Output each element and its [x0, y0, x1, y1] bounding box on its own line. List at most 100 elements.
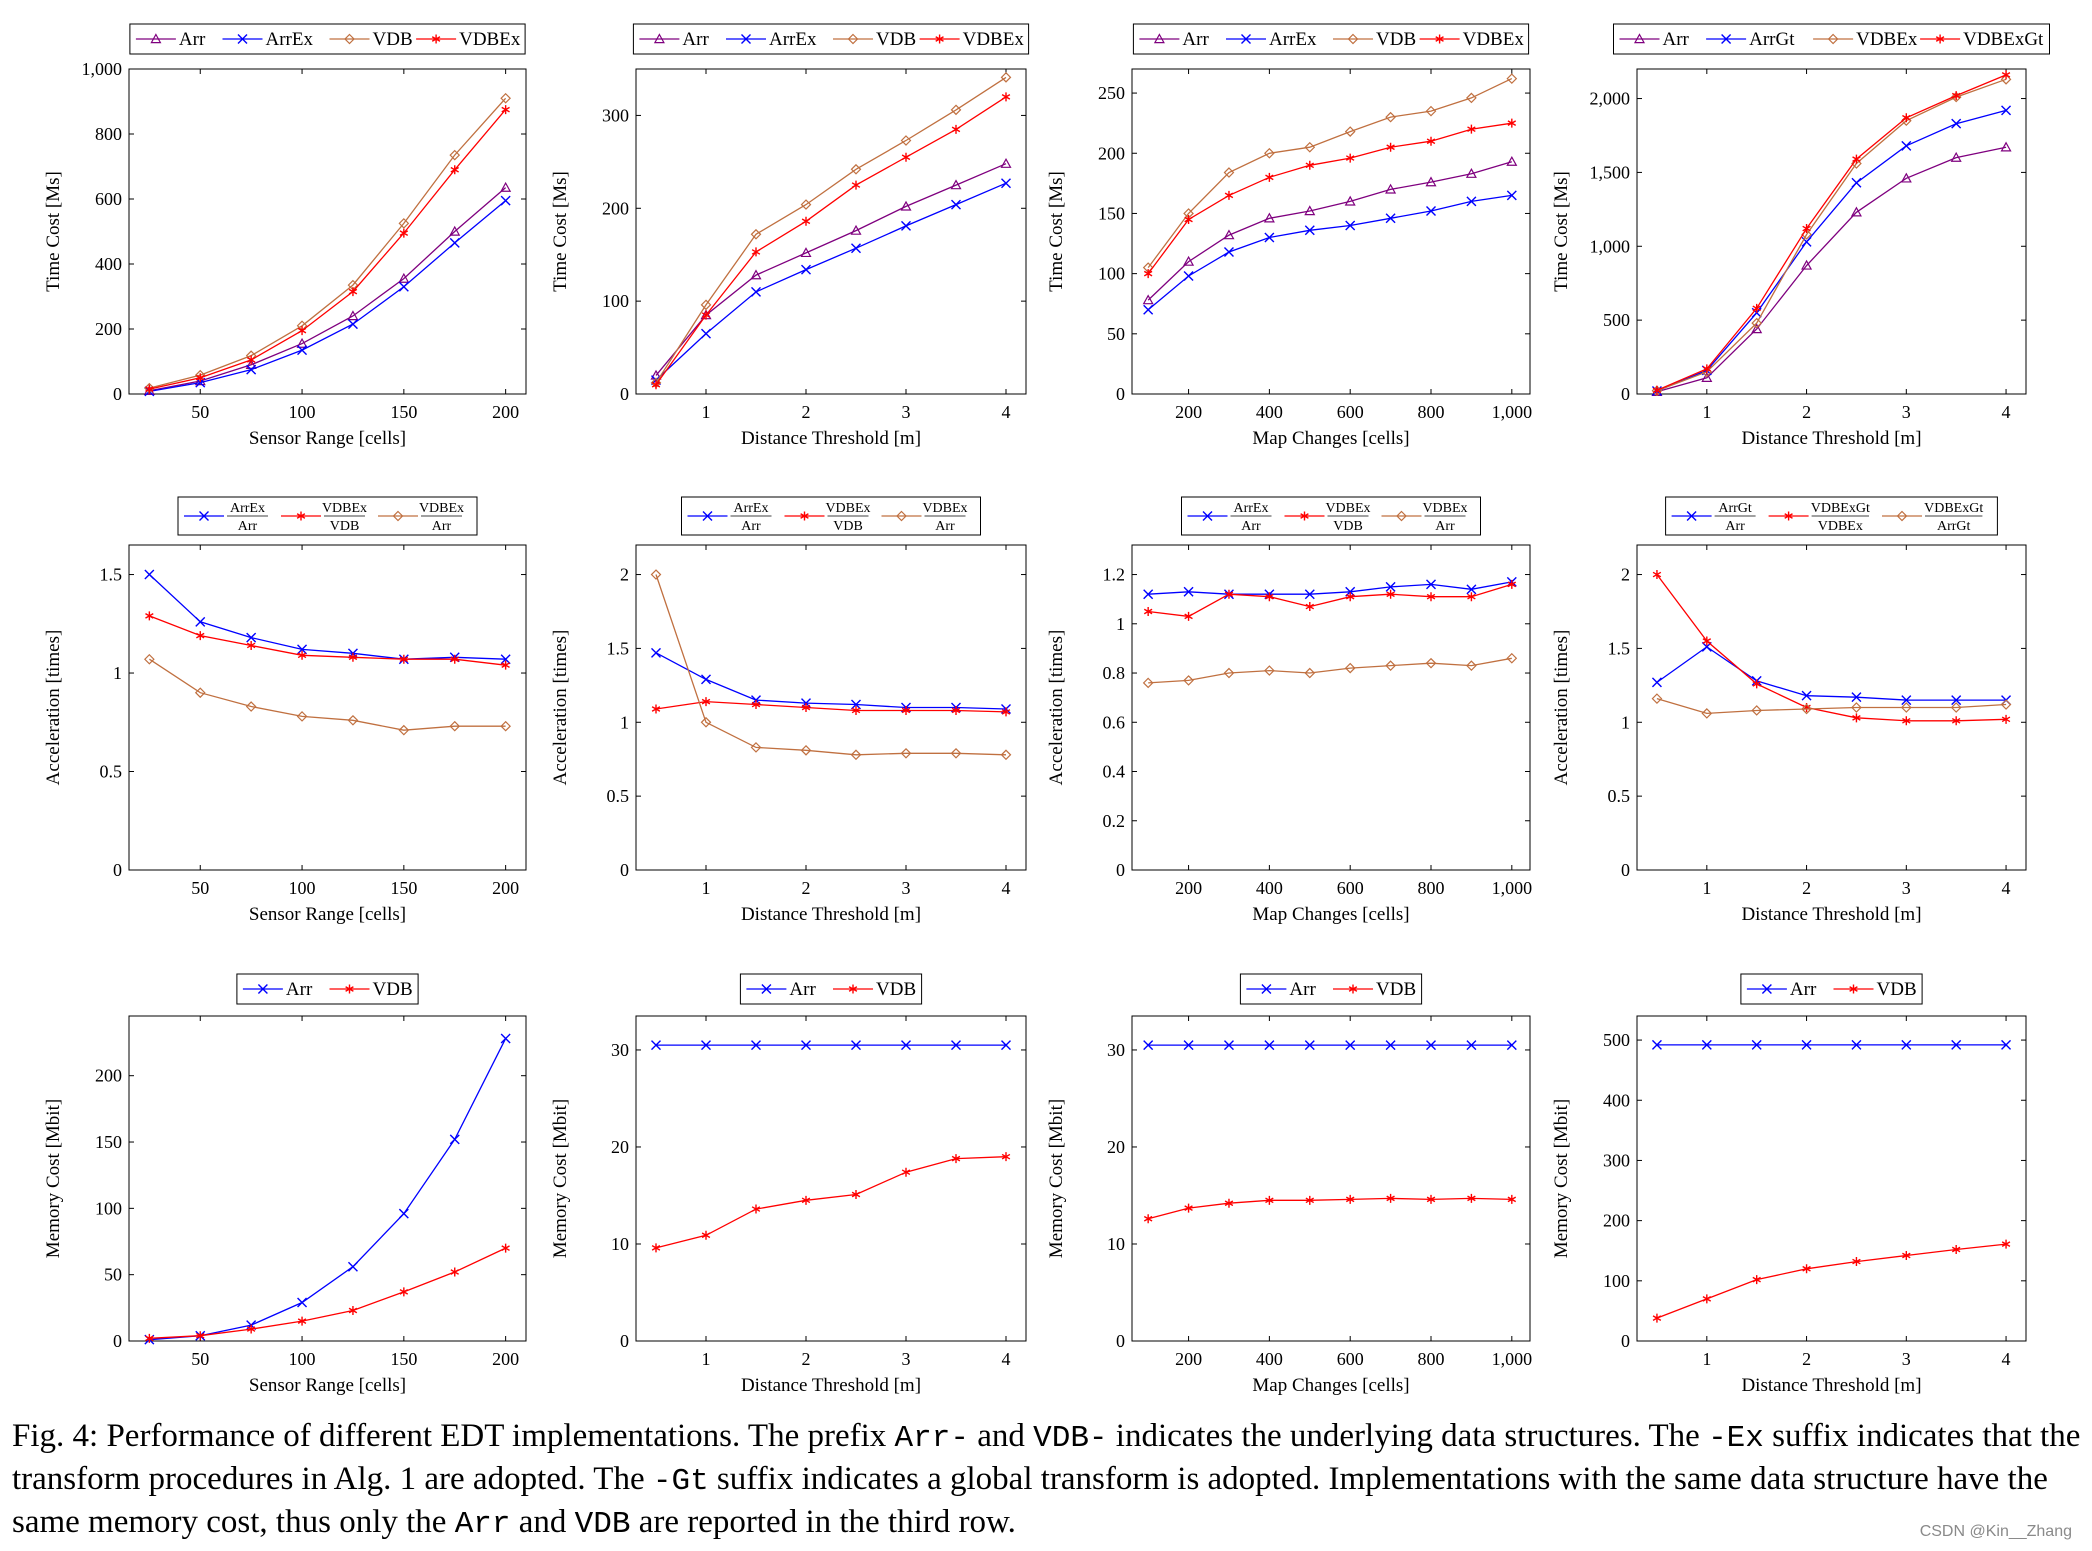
data-point	[2001, 70, 2011, 80]
data-point	[751, 286, 761, 297]
y-axis-label: Memory Cost [Mbit]	[550, 1099, 571, 1258]
y-tick-label: 1	[113, 663, 122, 683]
x-tick-label: 2	[1802, 1349, 1811, 1369]
data-point	[1465, 167, 1477, 178]
data-point	[1345, 1040, 1356, 1051]
data-point	[1651, 1039, 1662, 1050]
data-point	[751, 1204, 761, 1214]
x-tick-label: 3	[1902, 402, 1911, 422]
data-point	[1184, 1203, 1193, 1213]
legend-marker	[702, 511, 713, 521]
data-point	[1264, 147, 1275, 159]
data-point	[1265, 592, 1274, 602]
x-axis-label: Sensor Range [cells]	[249, 428, 406, 449]
y-tick-label: 50	[1107, 324, 1125, 344]
y-tick-label: 250	[1098, 83, 1125, 103]
data-point	[1385, 1040, 1396, 1051]
data-point	[1751, 323, 1763, 334]
data-point	[500, 1033, 511, 1044]
data-point	[1652, 1313, 1662, 1323]
legend-marker	[1896, 510, 1908, 522]
x-tick-label: 2	[1802, 878, 1811, 898]
legend-label: VDB	[373, 29, 413, 50]
data-point	[1223, 246, 1234, 257]
series-line-3	[149, 658, 506, 731]
legend-label: VDBEx	[1463, 29, 1525, 50]
legend-label: ArrEx	[1269, 29, 1317, 50]
data-point	[347, 714, 359, 726]
y-tick-label: 1.2	[1103, 565, 1126, 585]
data-point	[1802, 224, 1811, 234]
data-point	[1506, 652, 1518, 664]
data-point	[1425, 657, 1437, 669]
legend-marker	[896, 510, 907, 522]
legend-marker	[800, 511, 809, 521]
x-tick-label: 1	[1702, 1349, 1711, 1369]
x-tick-label: 1,000	[1492, 878, 1533, 898]
data-point	[1466, 92, 1477, 104]
legend-label: VDB	[876, 29, 916, 50]
x-tick-label: 100	[289, 1349, 316, 1369]
data-point	[449, 237, 460, 248]
data-point	[700, 716, 712, 728]
data-point	[951, 199, 961, 210]
x-tick-label: 2	[802, 1349, 811, 1369]
legend-label-denominator: Arr	[432, 519, 452, 534]
x-tick-label: 4	[1002, 402, 1011, 422]
data-point	[348, 287, 358, 297]
y-tick-label: 0.4	[1103, 762, 1126, 782]
data-point	[501, 105, 510, 115]
data-point	[1901, 1039, 1912, 1050]
legend-marker	[296, 511, 306, 521]
data-point	[501, 660, 510, 670]
data-point	[1802, 1264, 1811, 1274]
data-point	[246, 355, 256, 365]
plot-frame	[635, 544, 1027, 871]
x-tick-label: 200	[1175, 878, 1202, 898]
series-line-4	[149, 109, 507, 390]
data-point	[347, 1261, 358, 1272]
data-point	[900, 200, 912, 211]
y-axis-label: Time Cost [Ms]	[1046, 171, 1067, 292]
legend-label: VDB	[1376, 29, 1416, 50]
x-tick-label: 400	[1256, 402, 1283, 422]
data-point	[398, 1208, 409, 1219]
data-point	[347, 310, 359, 321]
legend-label-denominator: Arr	[1241, 519, 1261, 534]
caption-code-vdb-prefix: VDB-	[1033, 1421, 1108, 1456]
legend-label: Arr	[1663, 29, 1690, 50]
data-point	[651, 1040, 661, 1051]
data-point	[1751, 1039, 1762, 1050]
figure-caption: Fig. 4: Performance of different EDT imp…	[12, 1416, 2082, 1545]
data-point	[901, 152, 911, 162]
data-point	[1001, 707, 1011, 717]
data-point	[1752, 303, 1761, 313]
x-axis-label: Map Changes [cells]	[1252, 1375, 1409, 1396]
data-point	[1224, 1198, 1234, 1208]
legend-label: ArrEx	[769, 29, 817, 50]
x-tick-label: 2	[802, 402, 811, 422]
data-point	[1506, 155, 1518, 166]
data-point	[901, 1040, 911, 1051]
y-tick-label: 400	[95, 254, 122, 274]
x-tick-label: 1,000	[1492, 402, 1533, 422]
y-tick-label: 1.5	[607, 638, 630, 658]
data-point	[449, 149, 461, 161]
data-point	[196, 373, 205, 383]
data-point	[1142, 294, 1154, 305]
data-point	[1506, 73, 1518, 84]
x-tick-label: 800	[1418, 402, 1445, 422]
y-tick-label: 0.5	[607, 786, 630, 806]
data-point	[1751, 317, 1763, 329]
y-tick-label: 0	[1621, 860, 1630, 880]
data-point	[500, 195, 511, 206]
legend-label-numerator: ArrGt	[1718, 501, 1752, 516]
x-tick-label: 100	[289, 402, 316, 422]
data-point	[1651, 677, 1662, 688]
y-tick-label: 0	[113, 384, 122, 404]
data-point	[1752, 1275, 1761, 1285]
data-point	[246, 364, 257, 375]
data-point	[1467, 1193, 1476, 1203]
data-point	[1506, 1040, 1517, 1051]
